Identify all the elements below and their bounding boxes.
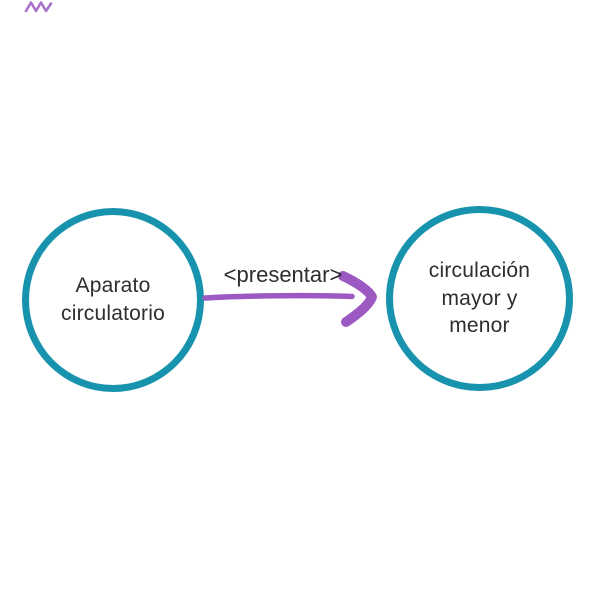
edge-label: <presentar> [223, 262, 343, 287]
arrow-head-icon [338, 271, 377, 327]
edge-arrow[interactable] [200, 252, 390, 337]
diagram-node-circulacion-mayor-y-menor[interactable]: circulación mayor y menor [386, 206, 573, 391]
node-label: circulación mayor y menor [428, 258, 531, 338]
arrow-shaft [202, 292, 355, 301]
diagram-node-aparato-circulatorio[interactable]: Aparato circulatorio [22, 208, 204, 392]
scribble-mark-icon [24, 1, 53, 13]
node-label: Aparato circulatorio [61, 274, 165, 325]
